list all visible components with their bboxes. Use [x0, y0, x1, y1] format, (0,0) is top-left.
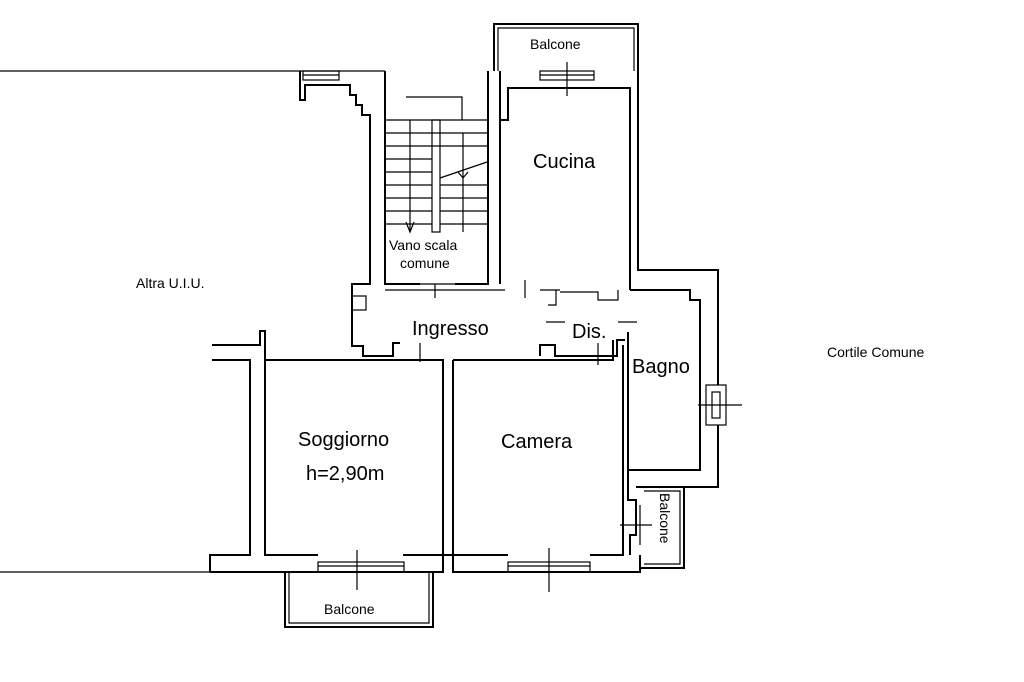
wall-left-upper: [299, 71, 400, 357]
wall-bottom-outer: [210, 554, 641, 573]
window-top-left: [302, 70, 340, 81]
entrance-corridor: [351, 280, 637, 365]
label-balcony-bottom: Balcone: [324, 601, 375, 617]
label-balcony-right: Balcone: [657, 493, 673, 544]
balcony-top: [493, 23, 639, 71]
bedroom-walls: [452, 340, 652, 592]
label-ceiling-height: h=2,90m: [306, 463, 384, 485]
stairwell: [384, 71, 489, 285]
label-hallway: Dis.: [572, 321, 606, 343]
label-courtyard: Cortile Comune: [827, 344, 924, 360]
bathroom-walls: [540, 71, 742, 488]
label-balcony-top: Balcone: [530, 36, 581, 52]
balcony-right: [640, 486, 685, 569]
label-kitchen: Cucina: [533, 151, 596, 173]
kitchen-walls: [499, 62, 631, 290]
label-entrance: Ingresso: [412, 318, 489, 340]
label-stairwell-line1: Vano scala: [389, 237, 457, 253]
living-room-walls: [209, 330, 444, 590]
label-other-unit: Altra U.I.U.: [136, 275, 204, 291]
label-bedroom: Camera: [501, 431, 573, 453]
label-stairwell-line2: comune: [400, 255, 450, 271]
label-bathroom: Bagno: [632, 356, 690, 378]
label-living-room: Soggiorno: [298, 429, 389, 451]
balcony-bottom: [284, 572, 434, 628]
